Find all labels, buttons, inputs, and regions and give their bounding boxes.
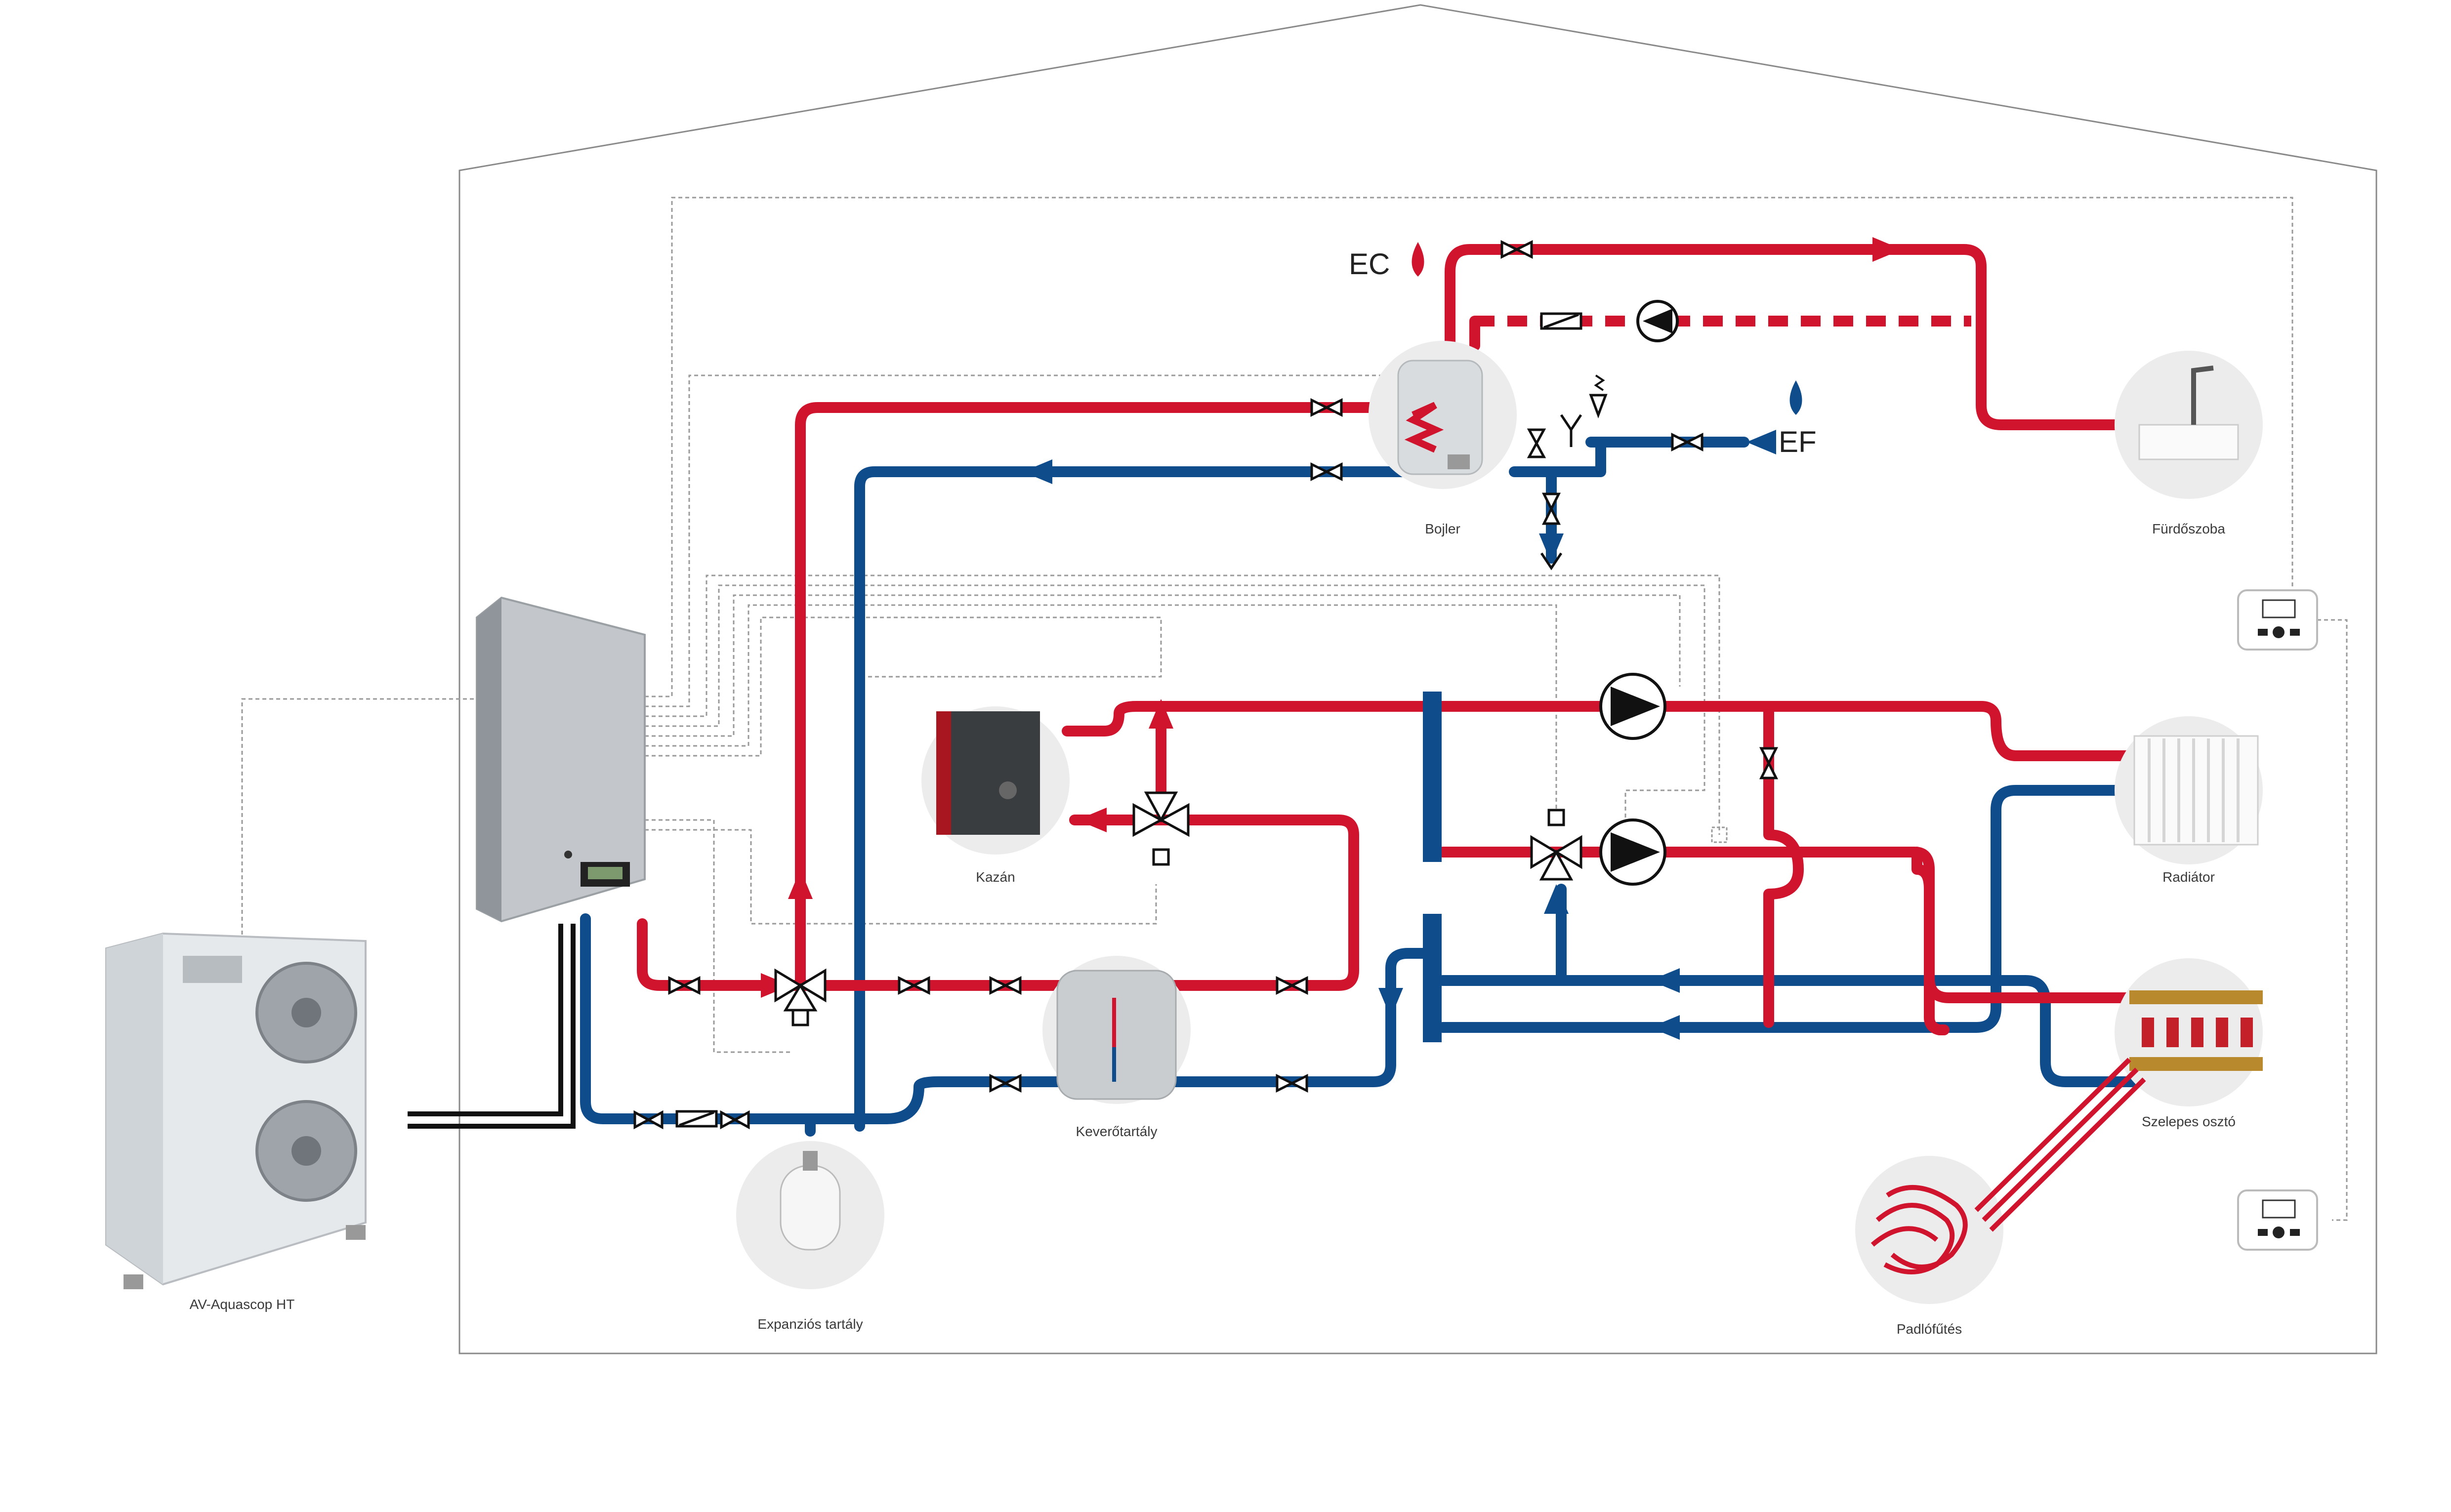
flow-arrows: [761, 237, 1902, 1040]
house-outline: [458, 4, 2377, 1354]
circulation-pump-icon: [1599, 818, 1666, 886]
red-water-drop-icon: [1412, 242, 1424, 277]
ef-label: EF: [1779, 425, 1817, 458]
manifold-label: Szelepes osztó: [2142, 1114, 2236, 1129]
temperature-sensor-icon: [1711, 826, 1728, 843]
floor-heating-label: Padlófűtés: [1897, 1321, 1962, 1337]
three-way-valve-icon: [1132, 791, 1190, 866]
hydraulic-separator-bottom: [1423, 914, 1442, 1042]
outdoor-heat-pump-unit: [105, 932, 367, 1289]
check-valve-icon: [675, 312, 1582, 1128]
floor-heating: [1855, 1058, 2146, 1304]
expansion-tank: [736, 1141, 884, 1289]
radiator: [2115, 716, 2263, 864]
boiler-tank: [1369, 341, 1517, 489]
outdoor-connection-lines: [408, 924, 576, 1129]
control-lines: [241, 197, 2348, 1221]
blue-water-drop-icon: [1789, 380, 1802, 415]
cold-water-pipes: [580, 437, 2145, 1137]
safety-valve-icon: [1540, 374, 1608, 571]
buffer-tank-label: Keverőtartály: [1076, 1124, 1158, 1139]
bathroom-label: Fürdőszoba: [2152, 521, 2225, 536]
ec-label: EC: [1349, 247, 1390, 281]
shutoff-valve-icon: [633, 240, 1779, 1130]
boiler-label: Bojler: [1425, 521, 1460, 536]
room-thermostat-lower-icon: [2237, 1189, 2318, 1251]
gas-boiler: [921, 706, 1070, 855]
circulation-pump-icon: [1636, 300, 1679, 342]
outdoor-unit-label: AV-Aquascop HT: [190, 1297, 295, 1312]
three-way-valve-icon: [774, 968, 827, 1026]
circulation-pump-icon: [1599, 673, 1666, 740]
manifold: [2115, 958, 2263, 1106]
buffer-tank: [1042, 956, 1191, 1104]
room-thermostat-upper-icon: [2237, 589, 2318, 651]
hydraulic-separator-top: [1423, 692, 1442, 862]
gas-boiler-label: Kazán: [976, 869, 1015, 885]
indoor-unit: [476, 596, 646, 923]
radiator-label: Radiátor: [2162, 869, 2215, 885]
expansion-tank-label: Expanziós tartály: [757, 1316, 863, 1332]
bathroom: [2115, 351, 2263, 499]
three-way-valve-icon: [1530, 809, 1582, 881]
